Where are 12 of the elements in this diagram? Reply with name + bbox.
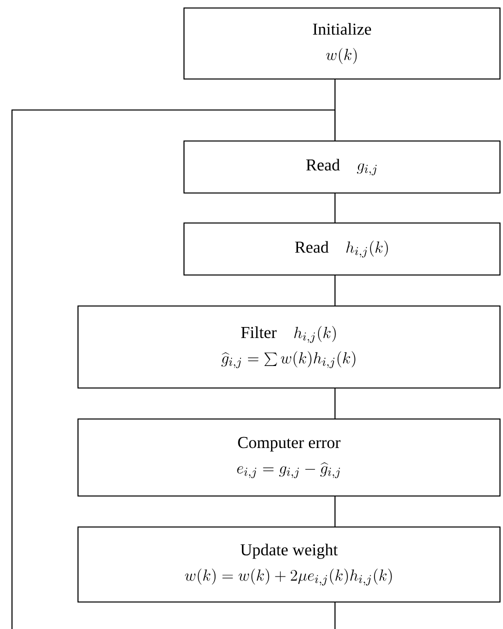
connector-line [334, 276, 336, 306]
process-box: Filter $h_{i,j}(k)$ $\widehat{g}_{i,j}=\sum w(k)h_{i,j}(k)$ [77, 305, 501, 389]
connector-line [334, 194, 336, 222]
process-box: Update weight $w(k)=w(k)+2\mu e_{i,j}(k)h_{i,j}(k)$ [77, 526, 501, 603]
feedback-line [11, 109, 336, 629]
connector-line [334, 496, 336, 526]
connector-line [334, 602, 336, 629]
process-box: Initialize $w(k)$ [183, 7, 501, 80]
connector-line [334, 388, 336, 418]
process-box: Read $g_{i,j}$ [183, 140, 501, 194]
process-box: Read $h_{i,j}(k)$ [183, 222, 501, 276]
process-box: Computer error $e_{i,j}=g_{i,j}-\widehat{g}_{i,j}$ [77, 418, 501, 497]
